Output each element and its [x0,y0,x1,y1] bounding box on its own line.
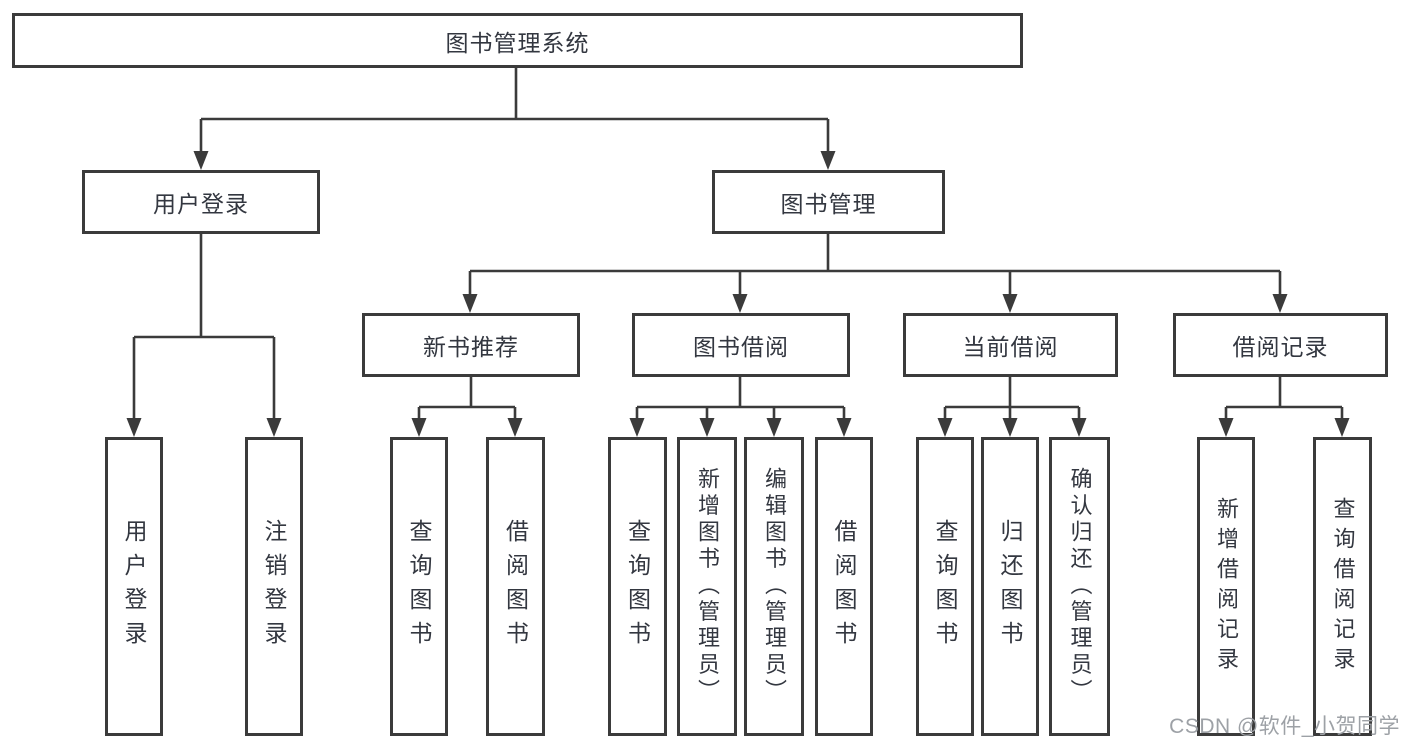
leaf-borrow-books-2-label: 借阅图书 [831,518,857,655]
leaf-query-books-1: 查询图书 [390,437,448,736]
leaf-add-borrow-record: 新增借阅记录 [1197,437,1255,736]
arrow-down-icon [193,151,209,170]
arrow-down-icon [699,418,715,437]
arrow-down-icon [507,418,523,437]
leaf-query-books-3-label: 查询图书 [932,518,958,655]
arrow-down-icon [411,418,427,437]
leaf-query-books-1-label: 查询图书 [406,518,432,655]
leaf-add-borrow-record-label: 新增借阅记录 [1214,496,1239,677]
node-root-label: 图书管理系统 [445,29,590,56]
leaf-query-borrow-record-label: 查询借阅记录 [1330,496,1356,677]
leaf-query-books-2-label: 查询图书 [624,518,651,655]
node-borrowing-records: 借阅记录 [1173,313,1388,377]
arrow-down-icon [266,418,282,437]
arrow-down-icon [937,418,953,437]
node-new-book-recommend-label: 新书推荐 [423,334,519,360]
node-current-borrowing: 当前借阅 [903,313,1118,377]
arrow-down-icon [1334,418,1350,437]
leaf-add-book-admin: 新增图书（管理员） [677,437,737,736]
node-user-login-label: 用户登录 [153,191,249,217]
arrow-down-icon [1218,418,1234,437]
node-borrowing-records-label: 借阅记录 [1232,334,1329,360]
leaf-return-books: 归还图书 [981,437,1039,736]
leaf-borrow-books-2: 借阅图书 [815,437,873,736]
node-book-management-label: 图书管理 [780,191,877,217]
node-user-login: 用户登录 [82,170,320,234]
leaf-edit-book-admin-label: 编辑图书（管理员） [762,467,787,706]
node-new-book-recommend: 新书推荐 [362,313,580,377]
arrow-down-icon [732,294,748,313]
arrow-down-icon [1071,418,1087,437]
arrow-down-icon [820,151,836,170]
arrow-down-icon [836,418,852,437]
arrow-down-icon [1002,294,1018,313]
leaf-logout-label: 注销登录 [261,518,287,655]
leaf-query-books-3: 查询图书 [916,437,974,736]
arrow-down-icon [462,294,478,313]
leaf-user-login-label: 用户登录 [121,518,147,655]
leaf-return-books-label: 归还图书 [997,518,1023,655]
watermark-text: CSDN @软件_小贺同学 [1169,715,1400,738]
arrow-down-icon [629,418,645,437]
node-book-borrowing-label: 图书借阅 [693,334,789,360]
leaf-query-borrow-record: 查询借阅记录 [1313,437,1372,736]
node-root: 图书管理系统 [12,13,1023,68]
leaf-confirm-return-admin: 确认归还（管理员） [1049,437,1110,736]
node-current-borrowing-label: 当前借阅 [962,334,1059,360]
arrow-down-icon [126,418,142,437]
node-book-borrowing: 图书借阅 [632,313,850,377]
leaf-edit-book-admin: 编辑图书（管理员） [744,437,804,736]
arrow-down-icon [1272,294,1288,313]
leaf-borrow-books-1: 借阅图书 [486,437,545,736]
arrow-down-icon [766,418,782,437]
leaf-logout: 注销登录 [245,437,303,736]
leaf-confirm-return-admin-label: 确认归还（管理员） [1067,467,1093,706]
leaf-user-login: 用户登录 [105,437,163,736]
node-book-management: 图书管理 [712,170,945,234]
arrow-down-icon [1002,418,1018,437]
leaf-query-books-2: 查询图书 [608,437,667,736]
leaf-borrow-books-1-label: 借阅图书 [502,518,529,655]
leaf-add-book-admin-label: 新增图书（管理员） [695,467,720,706]
